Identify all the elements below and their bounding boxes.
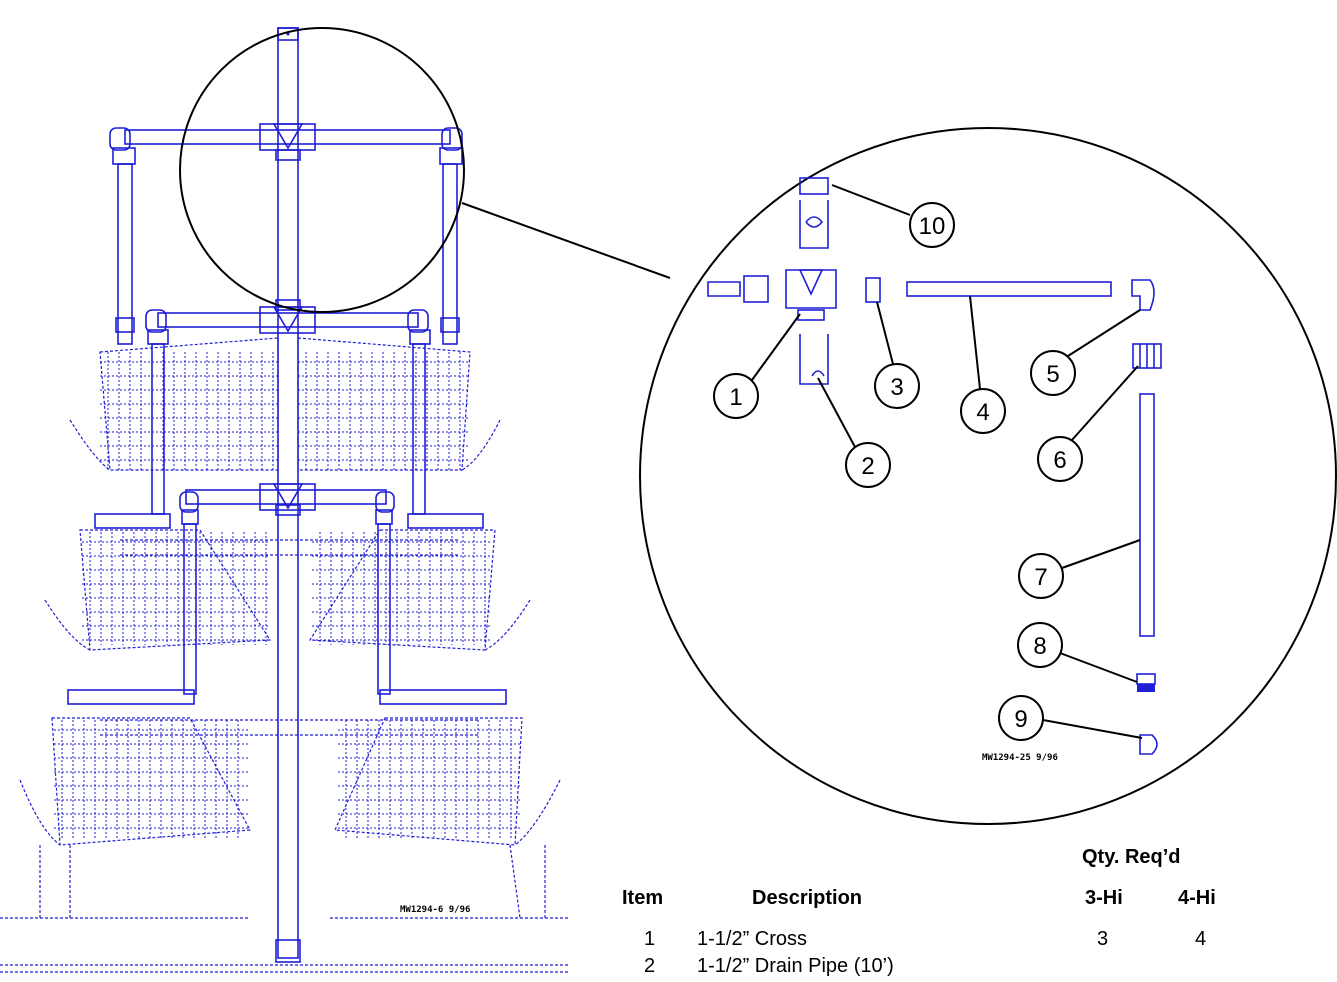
row-item: 2 (644, 955, 656, 977)
callout-5 (1030, 309, 1141, 396)
col-header-3hi: 3-Hi (1085, 887, 1123, 909)
callout-number: 5 (1046, 361, 1059, 388)
callouts (713, 184, 1143, 741)
callout-number: 7 (1034, 564, 1047, 591)
row-description: 1-1/2” Drain Pipe (10’) (697, 955, 894, 977)
callout-8 (1017, 622, 1138, 683)
cage-grids (0, 337, 570, 973)
col-header-4hi: 4-Hi (1178, 887, 1216, 909)
callout-2 (817, 377, 891, 488)
row-qty-3hi: 3 (1097, 928, 1109, 950)
detail-drawing-code: MW1294-25 9/96 (982, 753, 1058, 763)
callout-number: 3 (890, 374, 903, 401)
callout-numbers: 10 1 2 3 4 5 6 7 8 9 (729, 213, 1066, 733)
row-item: 1 (644, 928, 656, 950)
callout-7 (1018, 539, 1141, 599)
callout-9 (998, 695, 1143, 741)
callout-1 (713, 313, 801, 419)
callout-number: 8 (1033, 633, 1046, 660)
col-header-description: Description (752, 887, 863, 909)
callout-3 (874, 301, 920, 409)
callout-number: 10 (919, 213, 946, 240)
zoom-leader-line (461, 202, 671, 279)
top-header (109, 123, 463, 345)
callout-4 (960, 295, 1006, 434)
callout-number: 4 (976, 399, 989, 426)
row-description: 1-1/2” Cross (697, 928, 808, 950)
detail-circle (639, 127, 1337, 825)
callout-6 (1037, 365, 1139, 482)
third-header (67, 483, 507, 705)
col-header-item: Item (622, 887, 664, 909)
zoom-circle (179, 27, 465, 313)
row-qty-4hi: 4 (1195, 928, 1207, 950)
detail-parts (707, 177, 1162, 755)
callout-10 (831, 184, 955, 248)
callout-number: 1 (729, 384, 742, 411)
qty-group-header: Qty. Req’d (1082, 846, 1181, 868)
callout-number: 9 (1014, 706, 1027, 733)
main-drawing-code: MW1294-6 9/96 (400, 905, 470, 915)
cage-grid-lines (54, 352, 520, 838)
callout-number: 6 (1053, 447, 1066, 474)
callout-number: 2 (861, 453, 874, 480)
